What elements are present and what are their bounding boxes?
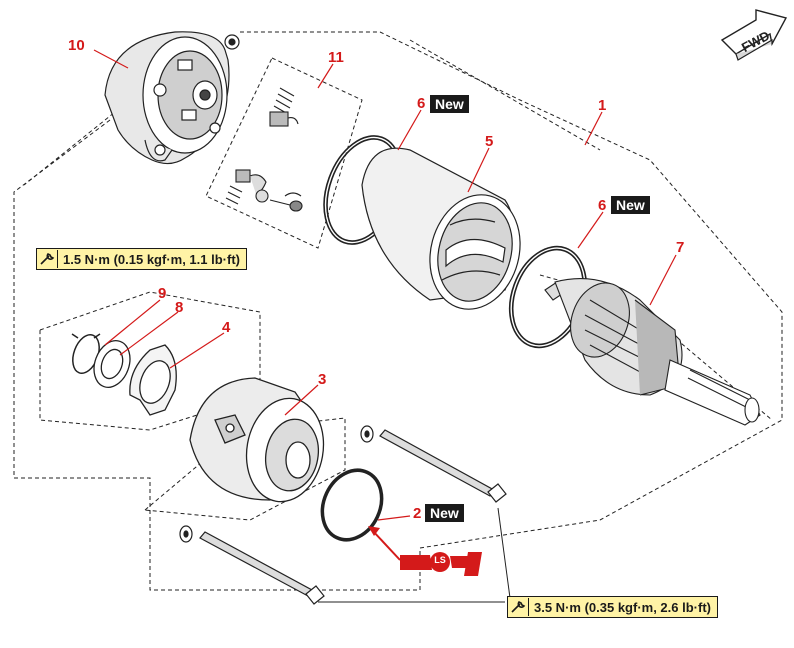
brush-set-part11: [225, 87, 303, 212]
callout-5: 5: [485, 133, 494, 150]
armature-part7: [544, 278, 761, 426]
ls-label: LS: [434, 555, 446, 565]
torque-wrench-icon: [37, 250, 58, 268]
callout-8: 8: [175, 299, 184, 316]
callout-6-upper: 6: [417, 95, 426, 112]
through-bolt-upper: [360, 425, 507, 503]
callout-10: 10: [68, 37, 85, 54]
torque-spec-lower-text: 3.5 N·m (0.35 kgf·m, 2.6 lb·ft): [534, 599, 711, 615]
washer-part8: [93, 340, 131, 388]
callout-4: 4: [222, 319, 231, 336]
front-bracket-part10: [104, 31, 240, 165]
torque-leader-lines: [318, 507, 511, 603]
new-badge-6-lower: New: [611, 196, 650, 214]
callout-11: 11: [328, 49, 344, 66]
callout-9: 9: [158, 285, 167, 302]
yoke-part5: [361, 147, 521, 310]
callout-leaders: [93, 49, 677, 521]
callout-6-lower: 6: [598, 197, 607, 214]
torque-wrench-icon: [508, 598, 529, 616]
callout-2: 2: [413, 505, 422, 522]
through-bolt-lower: [179, 525, 325, 605]
callout-7: 7: [676, 239, 685, 256]
torque-spec-lower: 3.5 N·m (0.35 kgf·m, 2.6 lb·ft): [507, 596, 718, 618]
ls-grease-icon: [368, 526, 482, 576]
callout-3: 3: [318, 371, 327, 388]
fwd-arrow-icon: FWD: [716, 2, 792, 64]
o-ring-part2: [320, 468, 384, 542]
new-badge-2: New: [425, 504, 464, 522]
rear-cover-part3: [189, 377, 325, 503]
torque-spec-upper: 1.5 N·m (0.15 kgf·m, 1.1 lb·ft): [36, 248, 247, 270]
new-badge-6-upper: New: [430, 95, 469, 113]
torque-spec-upper-text: 1.5 N·m (0.15 kgf·m, 1.1 lb·ft): [63, 251, 240, 267]
lock-plate-part4: [129, 344, 177, 416]
callout-1: 1: [598, 97, 607, 114]
